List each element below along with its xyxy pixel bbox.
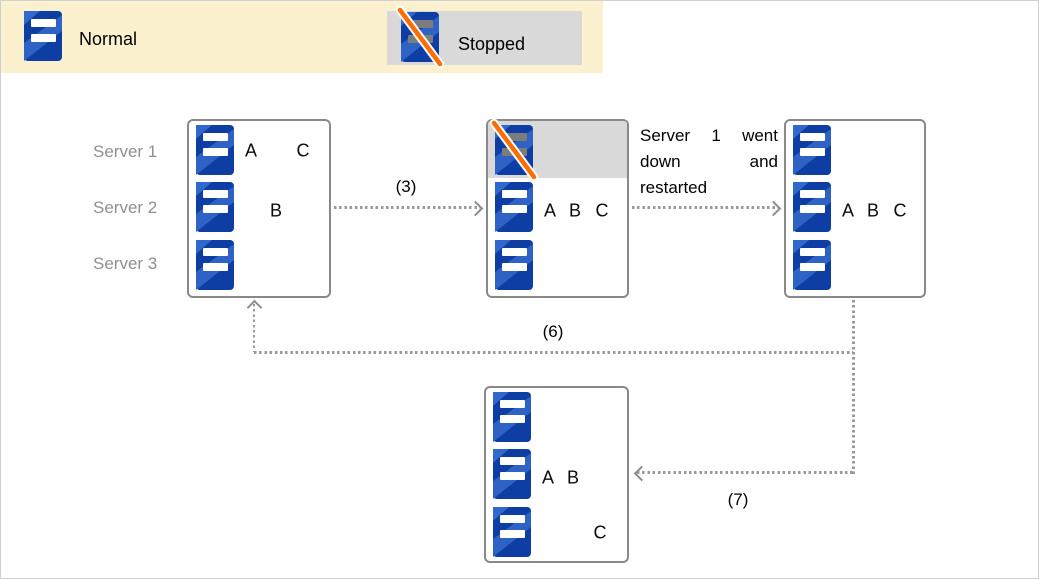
partition-letter: B (269, 200, 283, 221)
cluster-box-failover: A B C (486, 119, 629, 298)
partition-letter: C (595, 200, 609, 221)
cluster-box-initial: A C B (187, 119, 331, 298)
partition-letter: C (893, 200, 907, 221)
legend-normal-label: Normal (79, 29, 138, 49)
server-icon (196, 240, 234, 290)
arrow-step6-line (254, 351, 853, 354)
server-icon (493, 449, 531, 499)
legend-stopped-label: Stopped (458, 34, 526, 54)
legend: Normal Stopped (1, 1, 603, 73)
server-icon (196, 182, 234, 232)
server-2-label: Server 2 (93, 198, 158, 217)
server-slash-icon (401, 12, 439, 62)
cluster-box-restarted: A B C (784, 119, 926, 298)
arrowhead-left-icon (633, 465, 650, 482)
partition-letter: B (566, 467, 580, 488)
cluster-box-rebalanced: A B C (484, 386, 629, 563)
arrowhead-right-icon (765, 200, 782, 217)
partition-letter: A (841, 200, 855, 221)
server-icon (495, 182, 533, 232)
server-icon (493, 507, 531, 557)
server-icon (493, 392, 531, 442)
step7-label: (7) (727, 490, 749, 509)
server-icon (495, 240, 533, 290)
partition-letter: A (543, 200, 557, 221)
partition-letter: A (541, 467, 555, 488)
connector-down-line (852, 300, 855, 474)
arrow-step7-line (637, 471, 853, 474)
server-slash-icon (495, 125, 533, 175)
partition-letter: C (593, 522, 607, 543)
arrowhead-up-icon (246, 299, 263, 316)
partition-letter: A (244, 140, 258, 161)
partition-letter: B (866, 200, 880, 221)
server-icon (793, 240, 831, 290)
legend-stopped-swatch: Stopped (387, 11, 582, 65)
arrow-restart-line (632, 206, 778, 209)
arrow-step3-line (334, 206, 480, 209)
step3-label: (3) (395, 177, 417, 196)
server-icon (24, 11, 62, 61)
arrow-step6-stub-line (252, 304, 255, 352)
server-icon (793, 125, 831, 175)
server-icon (793, 182, 831, 232)
partition-letter: C (296, 140, 310, 161)
server-1-label: Server 1 (93, 142, 158, 161)
server-icon (196, 125, 234, 175)
arrowhead-right-icon (467, 200, 484, 217)
partition-letter: B (568, 200, 582, 221)
restart-annotation: Server 1 went down and restarted (640, 126, 778, 197)
step6-label: (6) (542, 322, 564, 341)
server-3-label: Server 3 (93, 254, 158, 273)
